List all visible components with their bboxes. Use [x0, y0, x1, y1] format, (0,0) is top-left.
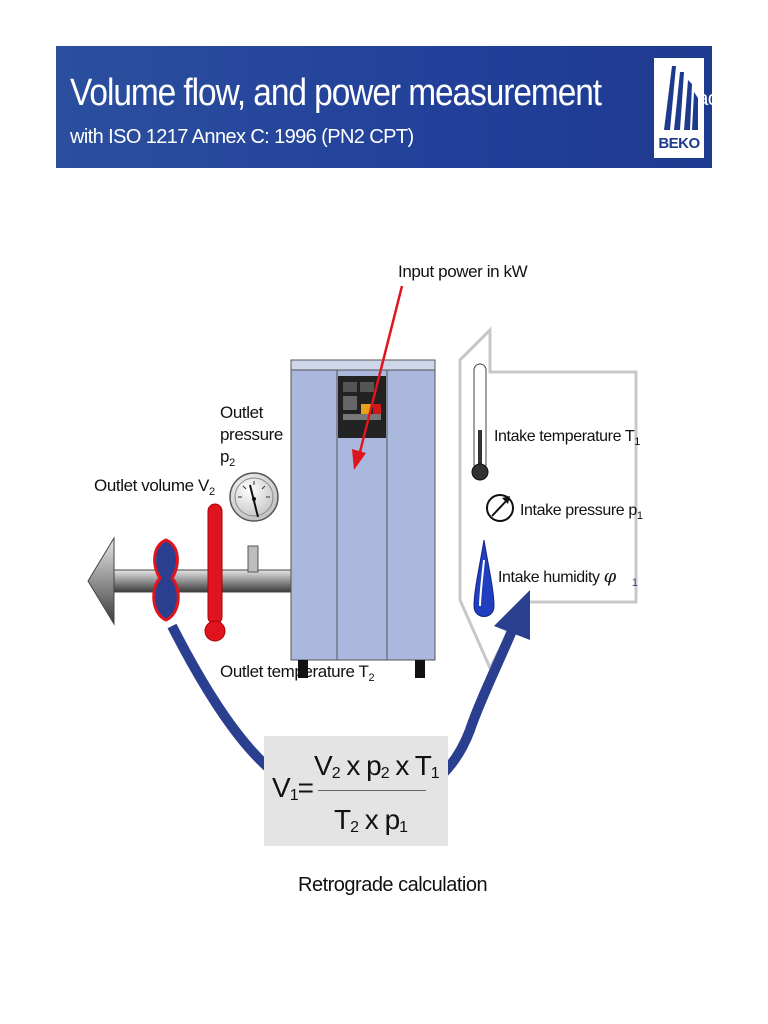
input-power-label: Input power in kW	[398, 262, 528, 281]
intake-thermometer-icon	[471, 363, 489, 481]
logo-mark-icon	[664, 66, 698, 130]
title-line2: with ISO 1217 Annex C: 1996 (PN2 CPT)	[70, 126, 414, 148]
formula-denominator: T2 x p1	[334, 804, 408, 836]
outlet-arrow-icon	[87, 536, 115, 626]
outlet-thermometer-icon	[204, 503, 226, 642]
pressure-gauge-icon	[229, 472, 279, 573]
compressor-unit	[290, 359, 436, 678]
beko-logo: BEKO	[654, 58, 704, 158]
humidity-drop-icon	[473, 539, 495, 617]
outlet-pressure-label: Outlet pressure p2	[220, 403, 283, 469]
intake-pressure-gauge-icon	[486, 494, 514, 522]
title-main: Volume flow, and power measurement	[70, 72, 602, 114]
formula-numerator: V2 x p2 x T1	[314, 750, 440, 782]
intake-temperature-label: Intake temperature T1	[494, 428, 640, 448]
header-banner: Volume flow, and power measurement in ac…	[56, 46, 768, 168]
fraction-bar	[318, 790, 426, 791]
outlet-temperature-label: Outlet temperature T2	[220, 662, 375, 684]
formula-box: V1= V2 x p2 x T1 T2 x p1	[264, 736, 448, 846]
intake-humidity-label: Intake humidity φ 1	[498, 566, 638, 589]
input-power-arrow-icon	[352, 285, 404, 470]
outlet-pipe	[87, 536, 295, 626]
outlet-volume-label: Outlet volume V2	[94, 476, 215, 498]
slide-title: Volume flow, and power measurement in ac…	[70, 72, 768, 115]
intake-pressure-label: Intake pressure p1	[520, 502, 643, 522]
formula-lhs: V1=	[272, 772, 314, 804]
flow-meter-icon	[152, 538, 180, 622]
caption: Retrograde calculation	[298, 874, 488, 896]
logo-text: BEKO	[658, 135, 700, 152]
